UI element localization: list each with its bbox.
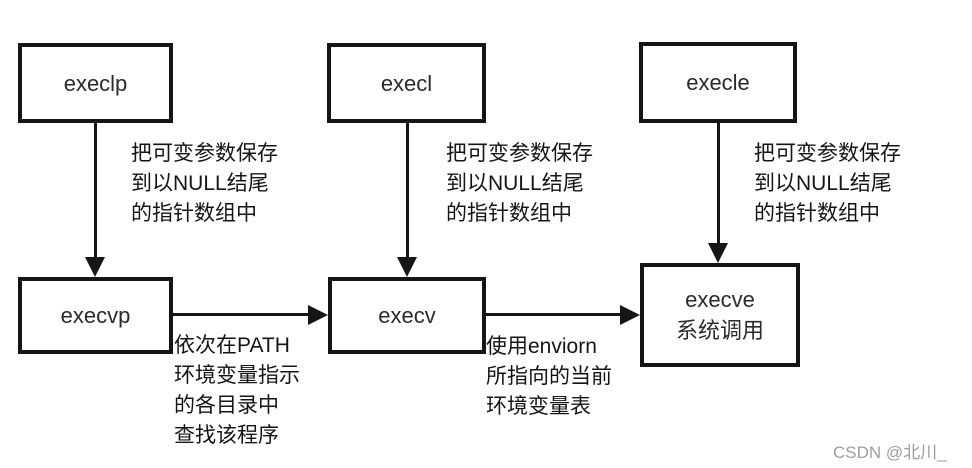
arrowhead-down-icon [708,243,728,263]
annotation-execle-save-args: 把可变参数保存 到以NULL结尾 的指针数组中 [754,142,901,225]
node-execvp-label: execvp [60,303,131,328]
node-execl: execl [327,43,486,123]
arrow-execl-to-execv-line [406,123,409,257]
node-execlp: execlp [18,43,173,123]
node-execlp-label: execlp [63,70,128,96]
annotation-execl-save-args: 把可变参数保存 到以NULL结尾 的指针数组中 [446,142,593,225]
arrow-execv-to-execve-line [486,313,620,316]
node-execle-label: execle [686,70,750,95]
arrow-execvp-to-execv-line [173,313,308,316]
arrowhead-right-icon [308,305,328,325]
arrow-execlp-to-execvp-line [94,123,97,257]
node-execv-label: execv [378,303,436,328]
node-execv: execv [328,277,486,354]
node-execve-label: execve 系统调用 [675,287,764,343]
annotation-environ-table: 使用enviorn 所指向的当前 环境变量表 [486,335,612,418]
annotation-path-search: 依次在PATH 环境变量指示 的各目录中 查找该程序 [174,334,300,447]
node-execvp: execvp [18,277,173,354]
arrowhead-down-icon [397,257,417,277]
csdn-watermark: CSDN @北川_ [833,443,947,462]
node-execle: execle [639,42,797,123]
node-execl-label: execl [380,70,433,96]
arrowhead-down-icon [85,257,105,277]
arrow-execle-to-execve-line [717,123,720,243]
arrowhead-right-icon [620,305,640,325]
annotation-execlp-save-args: 把可变参数保存 到以NULL结尾 的指针数组中 [131,142,278,225]
node-execve: execve 系统调用 [640,263,800,367]
